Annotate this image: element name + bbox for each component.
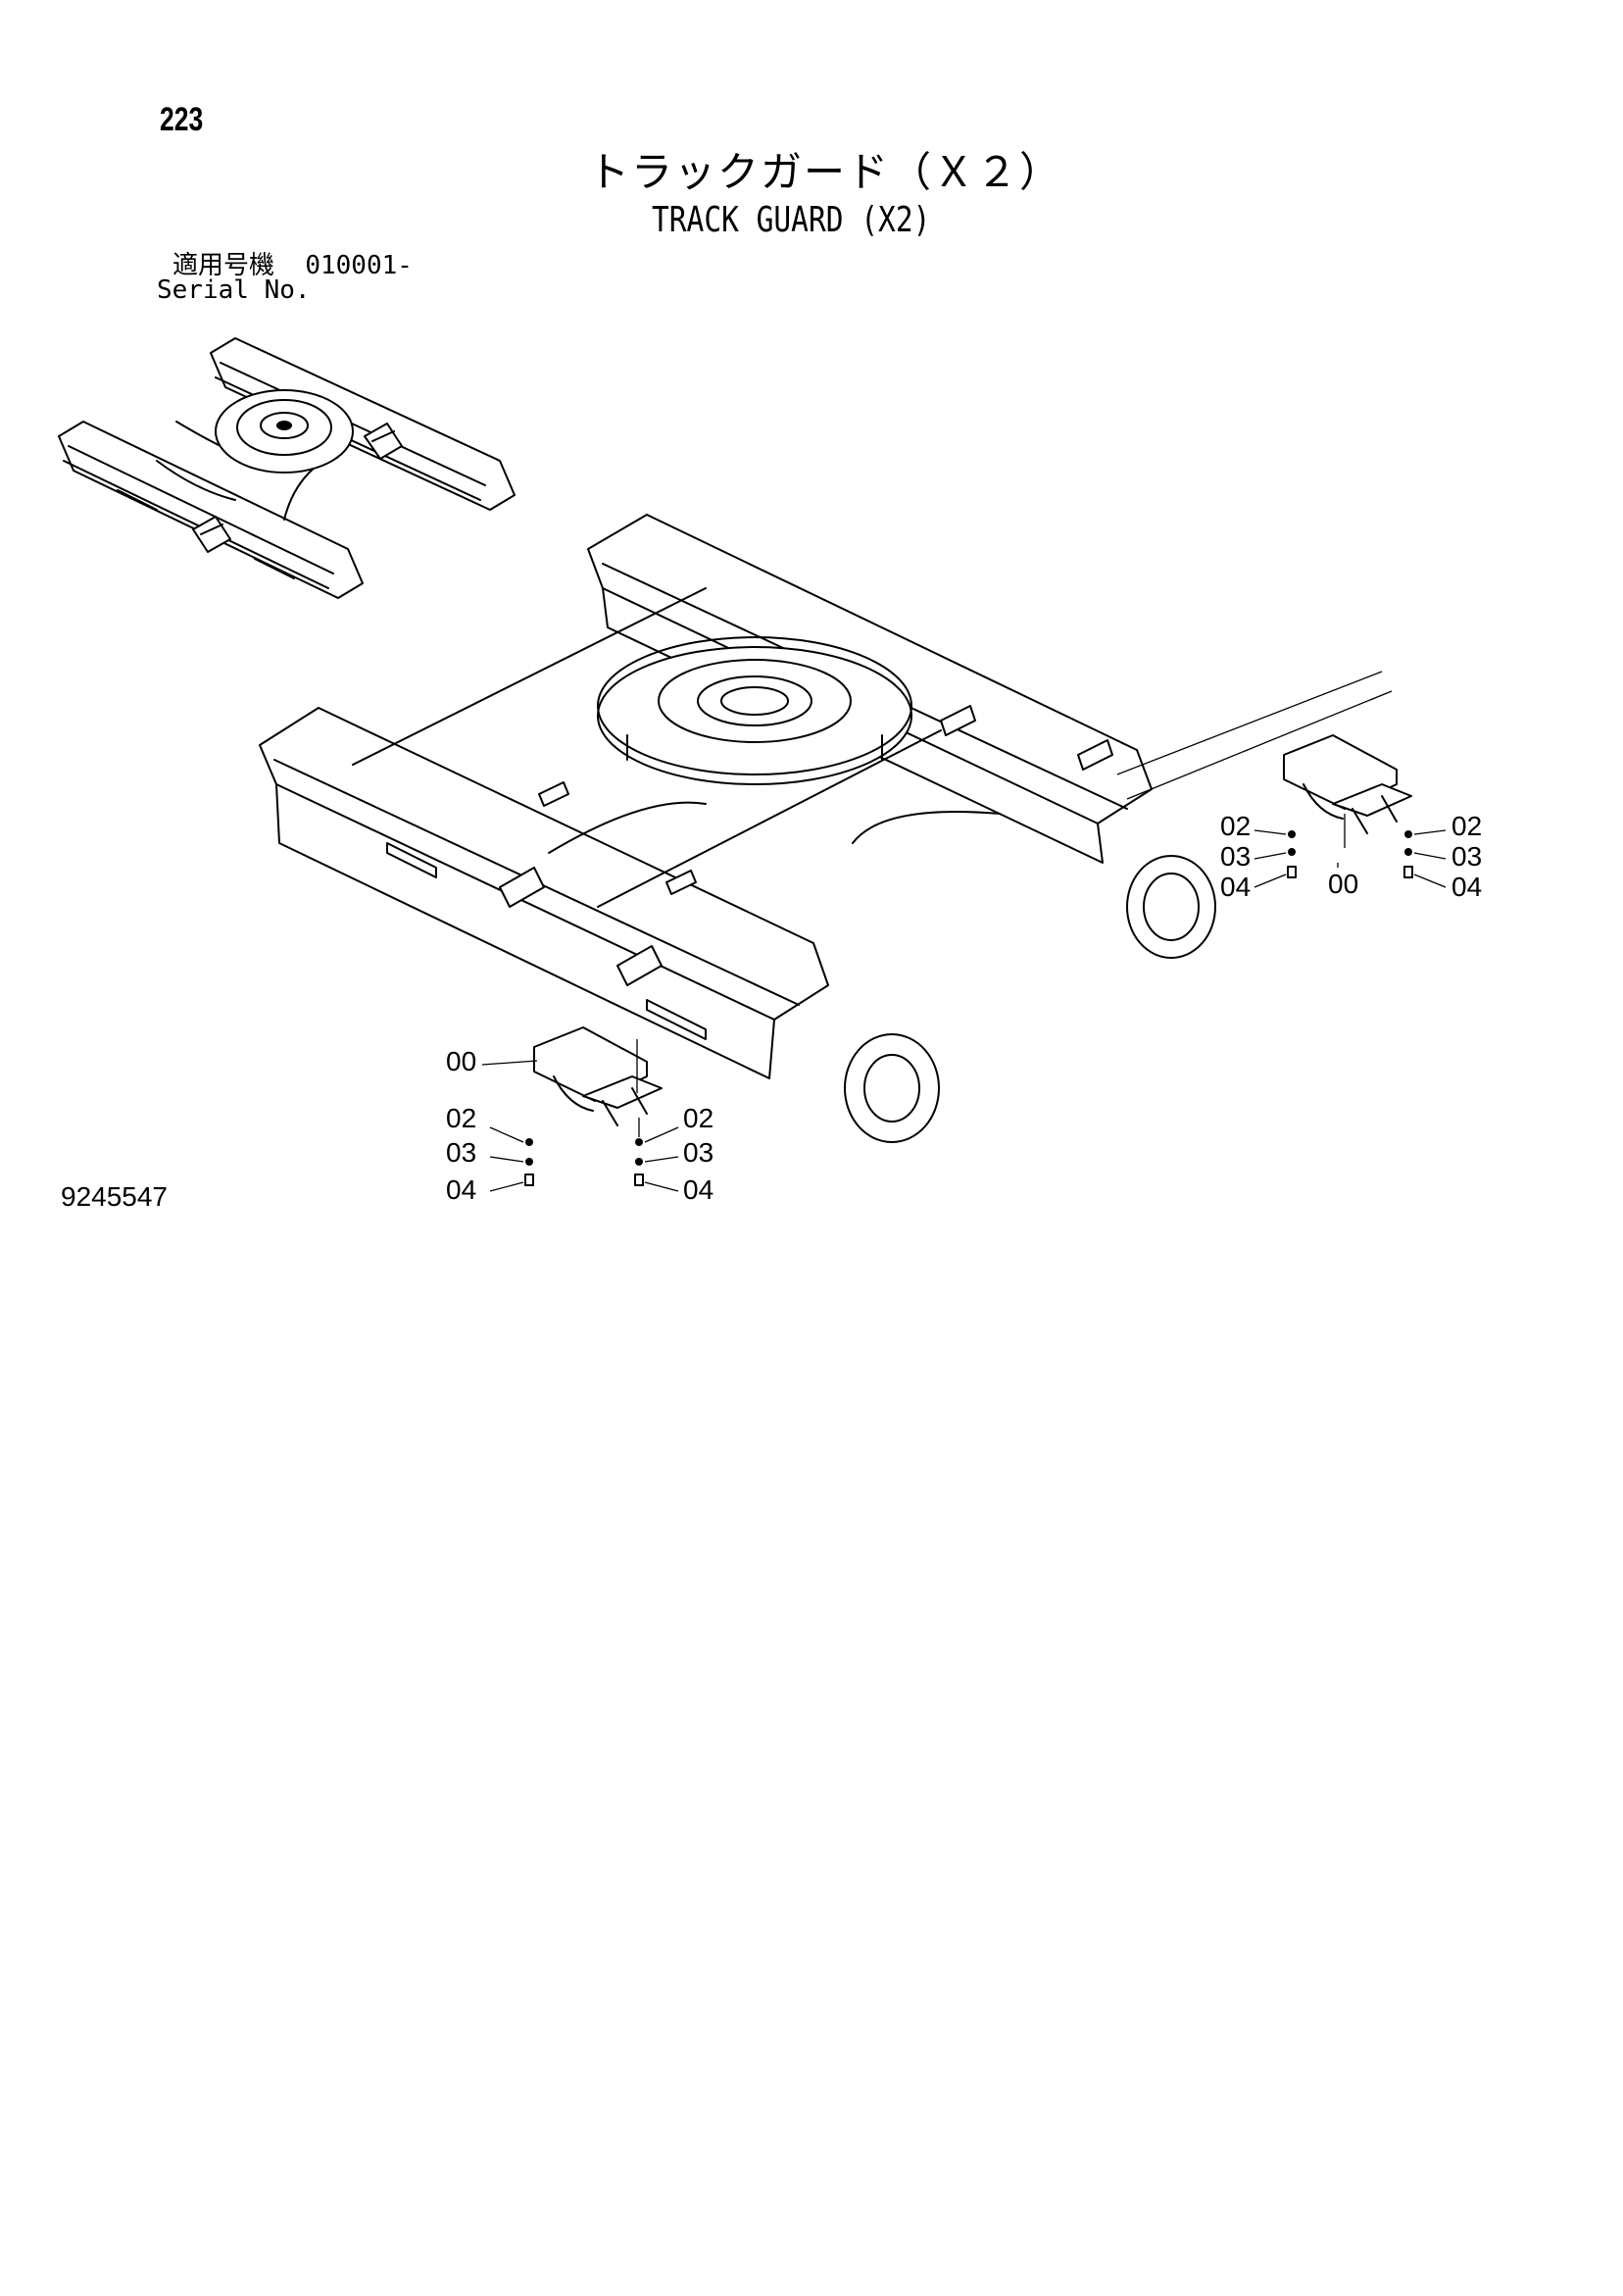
callout-right-right-02: 02 (1451, 811, 1483, 841)
fasteners-right-right-column (1403, 829, 1447, 888)
serial-label-english: Serial No. (157, 275, 311, 305)
serial-label: 適用号機 010001- (172, 253, 413, 278)
serial-range: 010001- (305, 251, 413, 280)
callout-lower-right-02: 02 (683, 1103, 714, 1133)
callout-lower-left-02: 02 (446, 1103, 477, 1133)
page-number: 223 (160, 101, 204, 138)
callout-lower-guard-00: 00 (446, 1046, 477, 1076)
callout-right-right-03: 03 (1451, 841, 1483, 872)
callout-lower-right-03: 03 (683, 1137, 714, 1168)
fasteners-right-left-column (1254, 829, 1297, 888)
callout-lower-left-04: 04 (446, 1174, 477, 1205)
serial-label-japanese: 適用号機 (172, 251, 275, 280)
overview-inset-undercarriage (58, 337, 516, 599)
main-track-frame (259, 514, 1393, 1143)
callout-lower-left-03: 03 (446, 1137, 477, 1168)
drawing-number: 9245547 (61, 1181, 169, 1212)
leader-lower-guard (481, 1060, 538, 1066)
callout-right-left-04: 04 (1220, 872, 1252, 902)
callout-right-right-04: 04 (1451, 872, 1483, 902)
callout-right-left-02: 02 (1220, 811, 1252, 841)
fasteners-lower-right-column (634, 1126, 679, 1192)
fasteners-lower-left-column (489, 1126, 534, 1192)
callout-lower-right-04: 04 (683, 1174, 714, 1205)
lower-track-guard (533, 1026, 663, 1137)
right-track-guard (1283, 734, 1412, 868)
page-title-english: TRACK GUARD (X2) (652, 200, 931, 240)
page-title-japanese: トラックガード（Ｘ２） (588, 148, 1063, 196)
callout-right-guard-00: 00 (1328, 869, 1359, 899)
callout-right-left-03: 03 (1220, 841, 1252, 872)
